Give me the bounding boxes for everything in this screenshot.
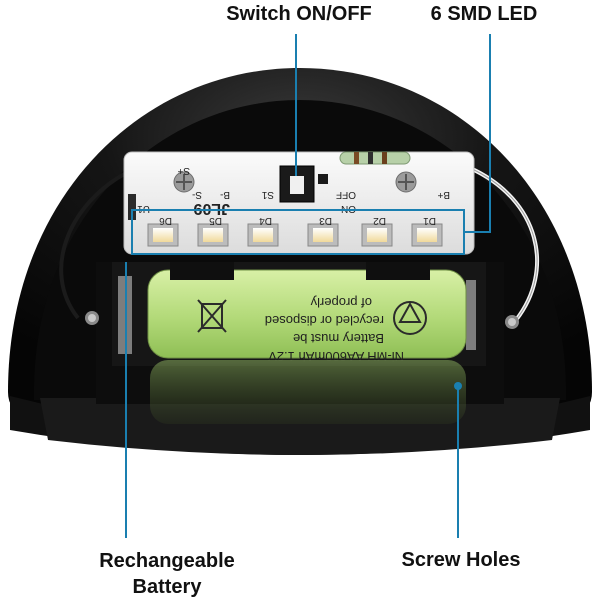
pcb-minus-b: B- [220, 189, 230, 200]
callout-lines [125, 34, 491, 538]
pcb-switch-on: ON [341, 203, 356, 214]
pcb-plus-s: S+ [177, 165, 190, 176]
led-label-d3: D3 [319, 215, 332, 226]
led-d4 [247, 223, 279, 247]
led-highlight-box [131, 209, 465, 255]
led-callout-label: 6 SMD LED [430, 3, 538, 25]
battery-callout-line2: Battery [132, 576, 202, 598]
pcb-minus-s: S- [192, 189, 202, 200]
battery-text-1: of properly [310, 295, 372, 310]
pcb-switch-ref: S1 [261, 189, 274, 200]
screw-left [85, 311, 99, 325]
led-label-d1: D1 [423, 215, 436, 226]
battery-reflection [150, 360, 466, 424]
led-label-d6: D6 [159, 215, 172, 226]
crossed-bin-icon [197, 299, 227, 333]
led-d2 [361, 223, 393, 247]
led-label-d4: D4 [259, 215, 272, 226]
led-row [147, 223, 443, 247]
screw-marker [454, 382, 462, 390]
led-labels: D6 D5 D4 D3 D2 D1 [159, 215, 436, 226]
screw-right [505, 315, 519, 329]
battery-callout-label: Rechangeable Battery [92, 548, 242, 600]
recycle-icon [393, 301, 427, 335]
battery: of properly recycled or disposed Battery… [147, 262, 467, 364]
battery-text-3: Battery must be [293, 331, 384, 346]
led-d6 [147, 223, 179, 247]
led-d3 [307, 223, 339, 247]
led-callout-line [464, 34, 491, 233]
led-d1 [411, 223, 443, 247]
black-wire [59, 168, 133, 320]
led-label-d2: D2 [373, 215, 386, 226]
led-label-d5: D5 [209, 215, 222, 226]
led-d5 [197, 223, 229, 247]
switch-callout-label: Switch ON/OFF [226, 3, 372, 25]
battery-callout-line1: Rechangeable [99, 550, 235, 572]
battery-text-2: recycled or disposed [265, 313, 384, 328]
screw-callout-label: Screw Holes [401, 549, 521, 571]
pcb-switch-off: OFF [336, 189, 356, 200]
pcb-u1: U1 [137, 203, 150, 214]
pcb-plus-b: B+ [437, 189, 450, 200]
pcb-model-label: JL09 [193, 200, 230, 217]
